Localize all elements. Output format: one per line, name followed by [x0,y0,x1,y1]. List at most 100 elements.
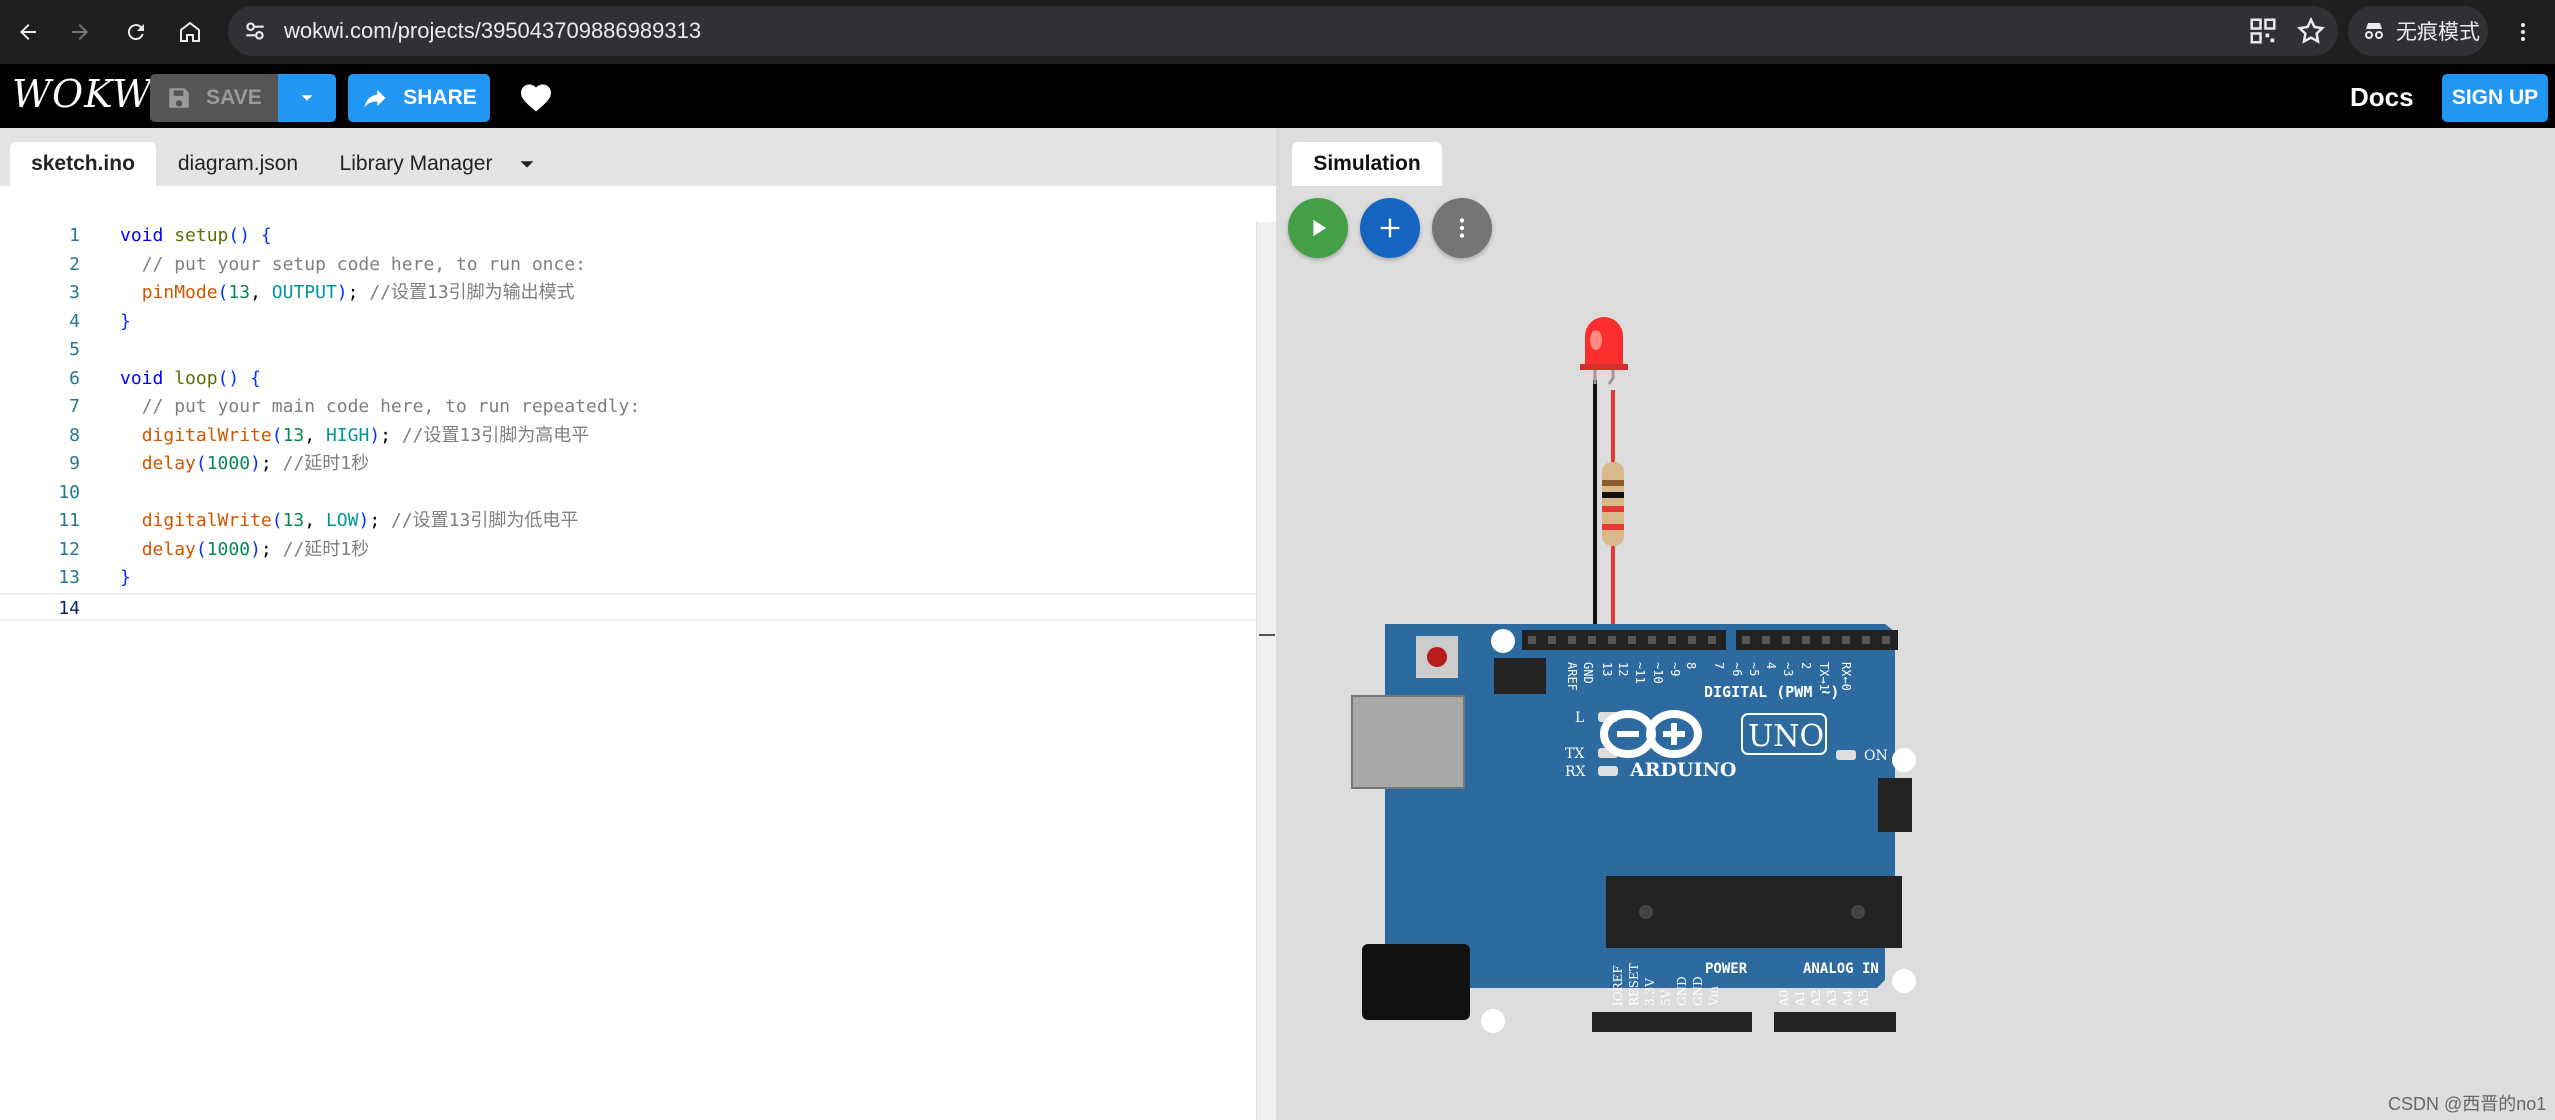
reload-button[interactable] [118,14,154,50]
code-line[interactable]: 7 // put your main code here, to run rep… [0,393,1256,421]
address-bar[interactable]: wokwi.com/projects/395043709886989313 [228,6,2338,56]
incognito-indicator[interactable]: 无痕模式 [2348,6,2488,56]
usb-port [1351,695,1465,789]
pin-label: 2 [1799,662,1813,669]
pin-label: RX←0 [1839,662,1853,691]
forward-arrow-icon [72,24,88,40]
code-line[interactable]: 13} [0,564,1256,592]
power-jack [1362,944,1470,1020]
line-number: 4 [69,310,80,332]
pin-label: ~6 [1730,662,1744,676]
code-text[interactable]: digitalWrite(13, LOW); //设置13引脚为低电平 [141,510,579,531]
line-number: 13 [58,567,80,588]
pin-label: AREF [1565,662,1579,691]
pin-label: IOREF [1611,965,1625,1006]
incognito-icon [2365,23,2383,39]
code-text[interactable]: void setup() { [120,225,272,246]
add-part-button[interactable] [1360,198,1420,258]
pin-label: 5V [1659,989,1673,1006]
tab-sketch-ino[interactable]: sketch.ino [10,142,156,186]
more-vert-icon [2521,23,2525,41]
pin-label: ~3 [1781,662,1795,676]
pin-label: 7 [1712,662,1726,669]
pin-label: ~11 [1633,662,1647,684]
line-number: 8 [69,424,80,446]
save-dropdown-button[interactable] [278,74,336,122]
code-line[interactable]: 2 // put your setup code here, to run on… [0,251,1256,279]
code-text[interactable]: // put your main code here, to run repea… [141,396,641,417]
board-led-rx [1598,766,1618,776]
code-text[interactable]: } [120,567,131,588]
watermark: CSDN @西晋的no1 [2388,1094,2547,1114]
code-text[interactable]: delay(1000); //延时1秒 [141,453,370,474]
url-text[interactable]: wokwi.com/projects/395043709886989313 [284,18,702,43]
heart-icon[interactable] [518,80,554,116]
signup-button[interactable]: SIGN UP [2442,74,2548,122]
line-number: 1 [69,225,80,246]
wokwi-logo[interactable]: WOKWi [12,72,165,116]
plus-icon [1380,218,1400,238]
line-number: 12 [58,538,80,560]
qr-code-icon[interactable] [2248,16,2278,46]
code-text[interactable]: } [120,310,131,332]
tab-simulation[interactable]: Simulation [1292,142,1442,186]
red-led[interactable] [1580,317,1628,385]
led-on-label: ON [1864,748,1888,764]
arduino-uno-board[interactable]: L TX RX ON DIGITAL (PWM ~) POWER ANALOG … [1351,624,1916,1033]
editor-scrollbar[interactable] [1256,222,1276,1120]
analog-label: ANALOG IN [1803,961,1879,977]
code-editor-panel: sketch.ino diagram.json Library Manager … [0,128,1276,1120]
docs-link[interactable]: Docs [2350,82,2414,112]
browser-menu-button[interactable] [2505,14,2541,50]
start-simulation-button[interactable] [1288,198,1348,258]
code-line[interactable]: 8 digitalWrite(13, HIGH); //设置13引脚为高电平 [0,422,1256,450]
brand-label: ARDUINO [1629,759,1736,781]
pin-label: GND [1691,976,1705,1006]
home-button[interactable] [172,14,208,50]
pin-label: 13 [1600,662,1614,676]
share-button[interactable]: SHARE [348,74,490,122]
pin-label: ~5 [1747,662,1761,676]
code-text[interactable]: // put your setup code here, to run once… [141,253,587,275]
code-line[interactable]: 4} [0,308,1256,336]
code-line[interactable]: 14 [0,592,1256,621]
power-label: POWER [1705,961,1748,977]
code-text[interactable]: digitalWrite(13, HIGH); //设置13引脚为高电平 [141,424,590,446]
digital-label: DIGITAL (PWM ~) [1704,683,1839,701]
bookmark-star-icon[interactable] [2296,16,2326,46]
code-line[interactable]: 1 void setup() { [0,222,1256,250]
back-button[interactable] [10,14,46,50]
tab-diagram-json[interactable]: diagram.json [177,152,299,175]
pin-label: ~9 [1668,662,1682,676]
pin-label: A3 [1825,990,1839,1007]
forward-button[interactable] [62,14,98,50]
pin-label: A2 [1809,990,1823,1007]
tabs-menu-button[interactable] [512,142,542,186]
code-text[interactable]: delay(1000); //延时1秒 [141,538,370,560]
code-line[interactable]: 9 delay(1000); //延时1秒 [0,450,1256,478]
caret-down-icon [520,161,534,168]
code-line[interactable]: 3 pinMode(13, OUTPUT); //设置13引脚为输出模式 [0,279,1256,307]
pin-label: 4 [1764,662,1778,669]
simulation-menu-button[interactable] [1432,198,1492,258]
save-button[interactable]: SAVE [150,74,278,122]
code-text[interactable]: pinMode(13, OUTPUT); //设置13引脚为输出模式 [141,282,575,303]
led-rx-label: RX [1565,764,1586,780]
pin-label: GND [1675,976,1689,1006]
code-line[interactable]: 5 [0,336,1256,364]
panel-splitter[interactable] [1276,128,1280,1120]
code-line[interactable]: 10 [0,479,1256,507]
tab-library-manager[interactable]: Library Manager [339,152,493,175]
site-settings-icon[interactable] [242,18,268,44]
line-number: 3 [69,282,80,303]
code-text[interactable]: void loop() { [120,367,261,389]
circuit-canvas[interactable]: L TX RX ON DIGITAL (PWM ~) POWER ANALOG … [1280,128,2555,1120]
line-number: 14 [58,597,80,619]
code-line[interactable]: 11 digitalWrite(13, LOW); //设置13引脚为低电平 [0,507,1256,535]
save-label: SAVE [206,86,262,109]
code-line[interactable]: 12 delay(1000); //延时1秒 [0,536,1256,564]
line-number: 9 [69,453,80,474]
resistor[interactable] [1602,462,1624,546]
editor-tabs: sketch.ino diagram.json Library Manager [0,128,1276,186]
